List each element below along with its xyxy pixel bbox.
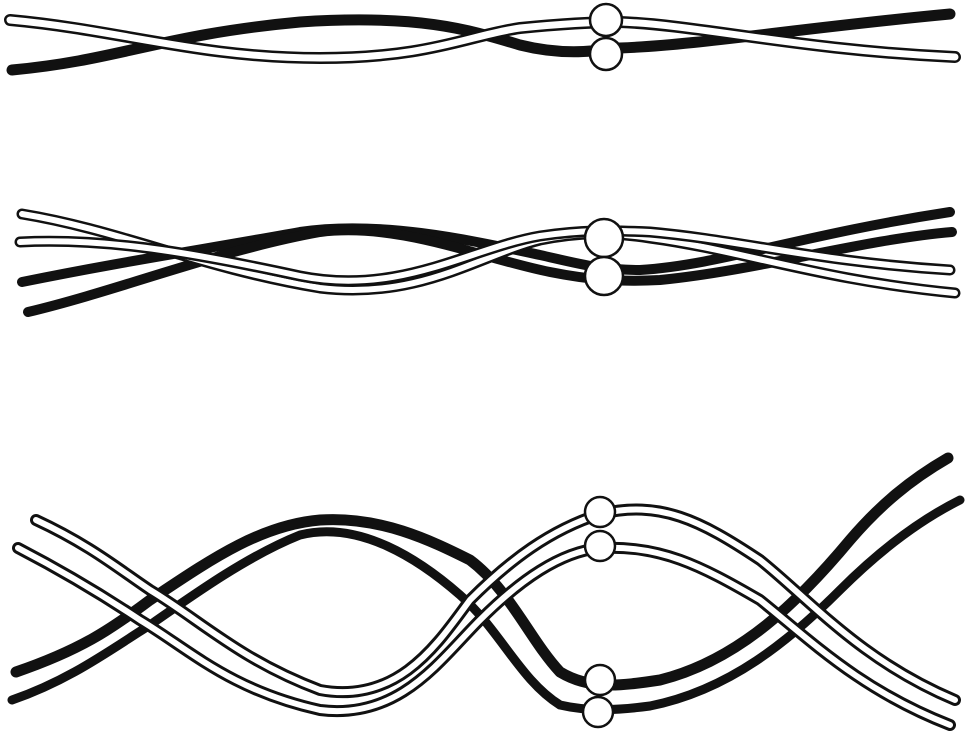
centromere-bottom-upper — [585, 665, 615, 695]
centromere-upper — [590, 4, 622, 36]
panel-bottom — [12, 458, 960, 727]
centromere-upper — [585, 219, 623, 257]
centromere-bottom-lower — [583, 697, 613, 727]
centromere-top-lower — [585, 531, 615, 561]
panel-top — [10, 4, 955, 70]
centromere-top-upper — [585, 497, 615, 527]
centromere-lower — [590, 38, 622, 70]
dark-strand — [16, 458, 948, 685]
panel-middle — [20, 212, 955, 312]
centromere-lower — [585, 257, 623, 295]
